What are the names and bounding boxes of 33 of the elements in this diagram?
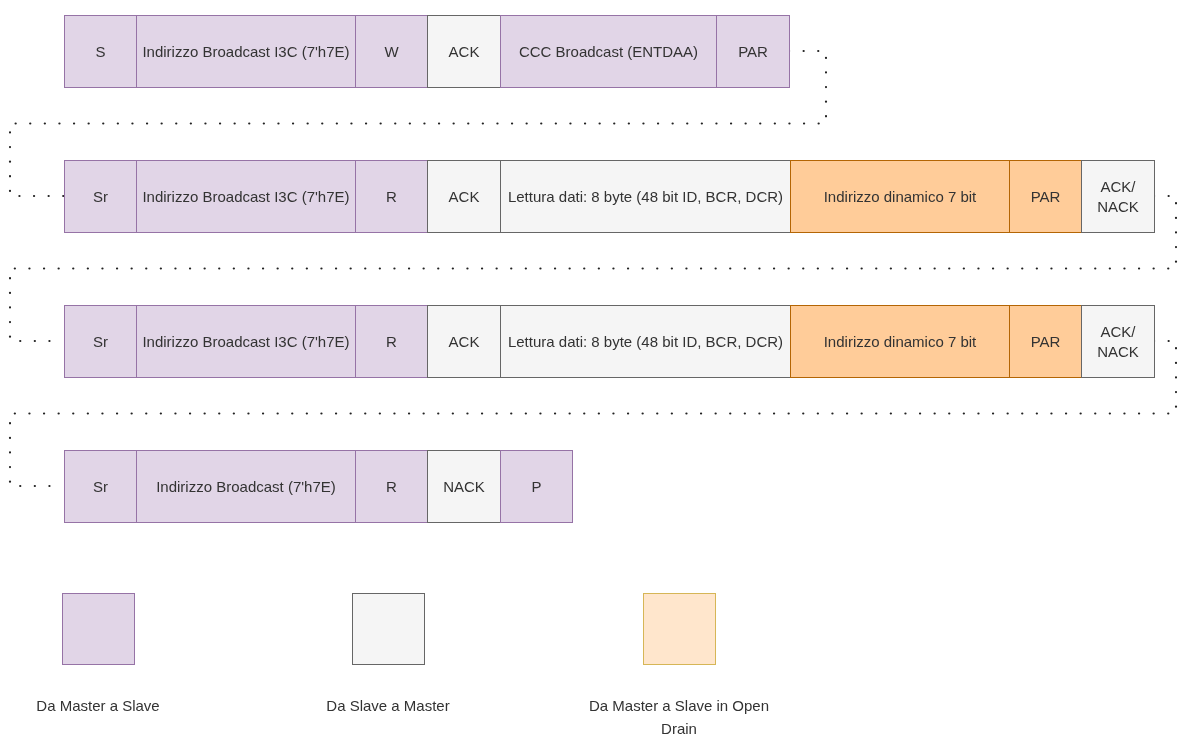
master-field-cell: R xyxy=(355,160,428,233)
master-field-cell: PAR xyxy=(1009,305,1082,378)
legend-label: Da Slave a Master xyxy=(325,696,451,716)
master-field-cell: R xyxy=(355,450,428,523)
master-field-cell: Indirizzo dinamico 7 bit xyxy=(790,305,1010,378)
dotted-connector xyxy=(8,49,828,198)
master-field-cell: S xyxy=(64,15,137,88)
slave-field-cell: ACK/ NACK xyxy=(1081,305,1155,378)
master-field-cell: PAR xyxy=(716,15,790,88)
legend-label: Da Master a Slave in Open Drain xyxy=(587,696,771,740)
dotted-connector xyxy=(8,194,1178,343)
slave-field-cell: ACK/ NACK xyxy=(1081,160,1155,233)
master-field-cell: PAR xyxy=(1009,160,1082,233)
legend-label: Da Master a Slave xyxy=(35,696,161,716)
master-field-cell: Indirizzo Broadcast I3C (7'h7E) xyxy=(136,15,356,88)
master-field-cell: Indirizzo dinamico 7 bit xyxy=(790,160,1010,233)
slave-field-cell: ACK xyxy=(427,160,501,233)
master-field-cell: Indirizzo Broadcast I3C (7'h7E) xyxy=(136,305,356,378)
slave-field-cell: NACK xyxy=(427,450,501,523)
dotted-connector xyxy=(8,339,1178,488)
master-field-cell: P xyxy=(500,450,573,523)
master-field-cell: Indirizzo Broadcast I3C (7'h7E) xyxy=(136,160,356,233)
master-field-cell: Sr xyxy=(64,160,137,233)
master-field-cell: W xyxy=(355,15,428,88)
master-field-cell: CCC Broadcast (ENTDAA) xyxy=(500,15,717,88)
slave-field-cell: Lettura dati: 8 byte (48 bit ID, BCR, DCR) xyxy=(500,305,791,378)
master-field-cell: Indirizzo Broadcast (7'h7E) xyxy=(136,450,356,523)
master-field-cell: Sr xyxy=(64,305,137,378)
master-field-cell: Sr xyxy=(64,450,137,523)
slave-field-cell: ACK xyxy=(427,15,501,88)
slave-field-cell: Lettura dati: 8 byte (48 bit ID, BCR, DCR) xyxy=(500,160,791,233)
master-field-cell: R xyxy=(355,305,428,378)
slave-field-cell: ACK xyxy=(427,305,501,378)
